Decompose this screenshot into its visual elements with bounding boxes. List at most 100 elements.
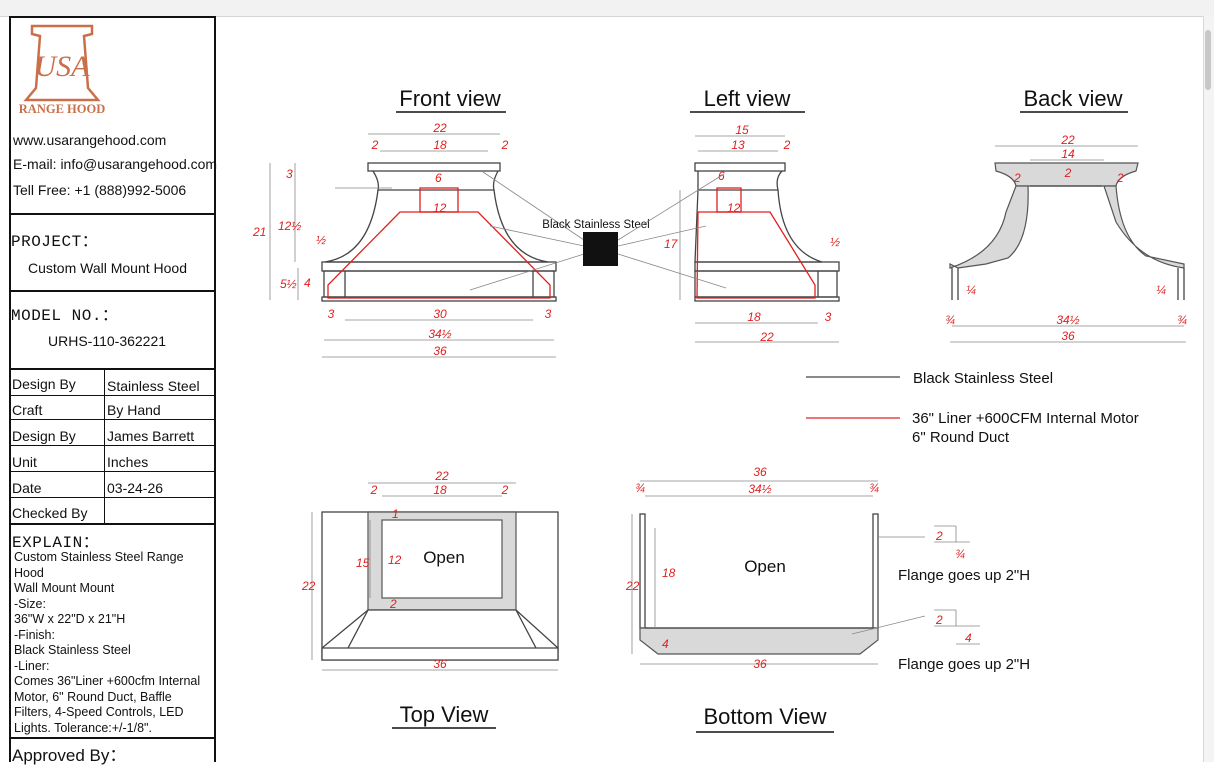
spec-value-design: Stainless Steel (107, 378, 200, 394)
logo-letters: USA (35, 50, 91, 83)
divider (9, 737, 216, 739)
dim-label: ¾ (1177, 313, 1187, 327)
dim-label: 34½ (1056, 313, 1079, 327)
scrollbar-thumb[interactable] (1205, 30, 1211, 90)
title-block (9, 16, 216, 762)
dim-label: 3 (328, 307, 335, 321)
spec-value-craft: By Hand (107, 402, 161, 418)
dim-label: 2 (501, 483, 509, 497)
spec-value-unit: Inches (107, 454, 149, 470)
dim-label: 34½ (428, 327, 451, 341)
top-view: Top View Open 22 18 2 2 1 15 12 2 22 36 (301, 469, 559, 729)
top-open-label: Open (423, 548, 465, 567)
bottom-view-title: Bottom View (703, 704, 826, 729)
dim-label: 2 (935, 529, 943, 543)
material-swatch: Black Stainless Steel (542, 219, 650, 266)
dim-label: 18 (433, 483, 447, 497)
dim-label: 22 (432, 121, 447, 135)
dim-label: 2 (1116, 171, 1124, 185)
explain-line: -Finish: (14, 627, 55, 642)
dim-label: ¾ (869, 481, 879, 495)
dim-label: 34½ (748, 482, 771, 496)
spec-label-craft: Craft (12, 402, 43, 418)
divider (9, 368, 216, 370)
spec-column-divider (104, 369, 105, 523)
dim-label: 17 (664, 237, 679, 251)
material-label: Black Stainless Steel (542, 219, 649, 231)
dim-label: 3 (825, 310, 832, 324)
spec-label-date: Date (12, 480, 42, 496)
dim-label: 18 (747, 310, 761, 324)
dim-label: 2 (370, 483, 378, 497)
explain-line: Hood (14, 565, 44, 580)
dim-label: 2 (371, 138, 379, 152)
dim-label: 12 (433, 201, 447, 215)
back-view-title: Back view (1023, 86, 1122, 111)
spec-label-design: Design By (12, 376, 76, 392)
legend-red-label-1: 36" Liner +600CFM Internal Motor (912, 410, 1139, 427)
front-view: Front view 22 18 2 2 21 3 (252, 86, 585, 358)
spec-label-designer: Design By (12, 428, 76, 444)
flange-label-1: Flange goes up 2"H (898, 567, 1030, 584)
dim-label: 22 (434, 469, 449, 483)
model-label: MODEL NO.： (11, 307, 119, 325)
dim-label: 12 (388, 553, 402, 567)
dim-label: 12 (727, 201, 741, 215)
divider (9, 445, 216, 446)
dim-label: 5½ (280, 277, 297, 291)
dim-label: 18 (433, 138, 447, 152)
explain-line: Custom Stainless Steel Range (14, 550, 184, 564)
spec-value-date: 03-24-26 (107, 480, 164, 496)
technical-drawing: .k { stroke: #444; fill: none; stroke-wi… (252, 86, 1187, 733)
legend: Black Stainless Steel 36" Liner +600CFM … (806, 370, 1139, 446)
dim-label: 14 (1061, 147, 1075, 161)
explain-line: -Size: (14, 596, 46, 611)
dim-label: 2 (501, 138, 509, 152)
divider (9, 419, 216, 420)
divider (9, 290, 216, 292)
dim-label: 3 (286, 167, 293, 181)
explain-line: Lights. Tolerance:+/-1/8". (14, 720, 152, 735)
explain-text: Custom Stainless Steel Range Hood Wall M… (14, 550, 212, 736)
dim-label: 2 (783, 138, 791, 152)
divider (9, 497, 216, 498)
bottom-view: Bottom View Open 36 34½ ¾ ¾ 22 18 4 36 2… (625, 465, 1030, 733)
left-view-title: Left view (704, 86, 791, 111)
usa-range-hood-logo: USA RANGE HOOD (19, 24, 105, 116)
dim-label: ½ (316, 233, 326, 247)
dim-label: ¾ (955, 547, 965, 561)
dim-label: ¼ (1156, 283, 1166, 297)
dim-label: 4 (304, 276, 311, 290)
dim-label: 36 (433, 344, 447, 358)
dim-label: ¾ (635, 481, 645, 495)
dim-label: 36 (1061, 329, 1075, 343)
divider (9, 471, 216, 472)
email-text[interactable]: E-mail: info@usarangehood.com (13, 156, 218, 172)
divider (9, 213, 216, 215)
legend-red-label-2: 6" Round Duct (912, 429, 1010, 446)
top-view-title: Top View (400, 702, 489, 727)
explain-line: -Liner: (14, 658, 50, 673)
divider (9, 523, 216, 525)
model-value: URHS-110-362221 (48, 333, 167, 349)
dim-label: 22 (301, 579, 316, 593)
dim-label: 6 (435, 171, 442, 185)
dim-label: 4 (965, 631, 972, 645)
project-value: Custom Wall Mount Hood (28, 260, 187, 276)
dim-label: 2 (935, 613, 943, 627)
explain-line: 36"W x 22"D x 21"H (14, 612, 126, 626)
website-link[interactable]: www.usarangehood.com (13, 132, 167, 148)
dim-label: 3 (545, 307, 552, 321)
phone-text: Tell Free: +1 (888)992-5006 (13, 182, 187, 198)
explain-label: EXPLAIN： (12, 534, 100, 552)
explain-line: Wall Mount Mount (14, 581, 115, 595)
vertical-scrollbar[interactable] (1203, 16, 1214, 762)
dim-label: 2 (389, 597, 397, 611)
dim-label: 12½ (278, 219, 301, 233)
dim-label: 36 (753, 465, 767, 479)
dim-label: 1 (392, 507, 399, 521)
explain-line: Motor, 6" Round Duct, Baffle (14, 689, 172, 704)
explain-line: Filters, 4-Speed Controls, LED (14, 705, 184, 719)
spec-label-checked: Checked By (12, 505, 88, 521)
